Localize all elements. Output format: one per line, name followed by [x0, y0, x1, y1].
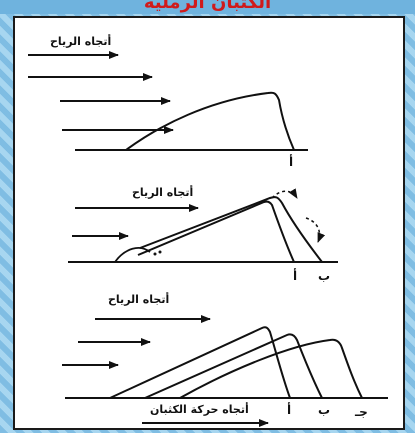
wind-direction-label: أتجاه الرياح: [108, 292, 169, 306]
sand-grain: [154, 253, 157, 256]
sand-grain: [159, 251, 162, 254]
dune-profile-original: [138, 202, 294, 262]
point-a-label: أ: [293, 268, 297, 283]
stage-1-diagram: أتجاه الرياح أ: [28, 34, 308, 169]
point-a-label: أ: [289, 154, 293, 169]
wind-direction-label: أتجاه الرياح: [50, 34, 111, 48]
stage-2-diagram: أتجاه الرياح أ ب: [68, 185, 338, 283]
point-c-label: جـ: [354, 405, 368, 419]
point-a-label: أ: [287, 402, 291, 417]
dune-movement-label: أتجاه حركة الكثبان: [150, 402, 249, 416]
wind-direction-label: أتجاه الرياح: [132, 185, 193, 199]
point-b-label: ب: [318, 403, 330, 417]
point-b-label: ب: [318, 269, 330, 283]
dune-profile-advanced: [140, 197, 322, 262]
sand-movement-arrow: [306, 218, 320, 242]
dune-profile-c: [180, 340, 362, 398]
dune-profile-b: [145, 334, 322, 398]
small-mound: [115, 248, 150, 262]
stage-3-diagram: أتجاه الرياح أ ب جـ أتجاه حركة الكثبان: [62, 292, 388, 423]
